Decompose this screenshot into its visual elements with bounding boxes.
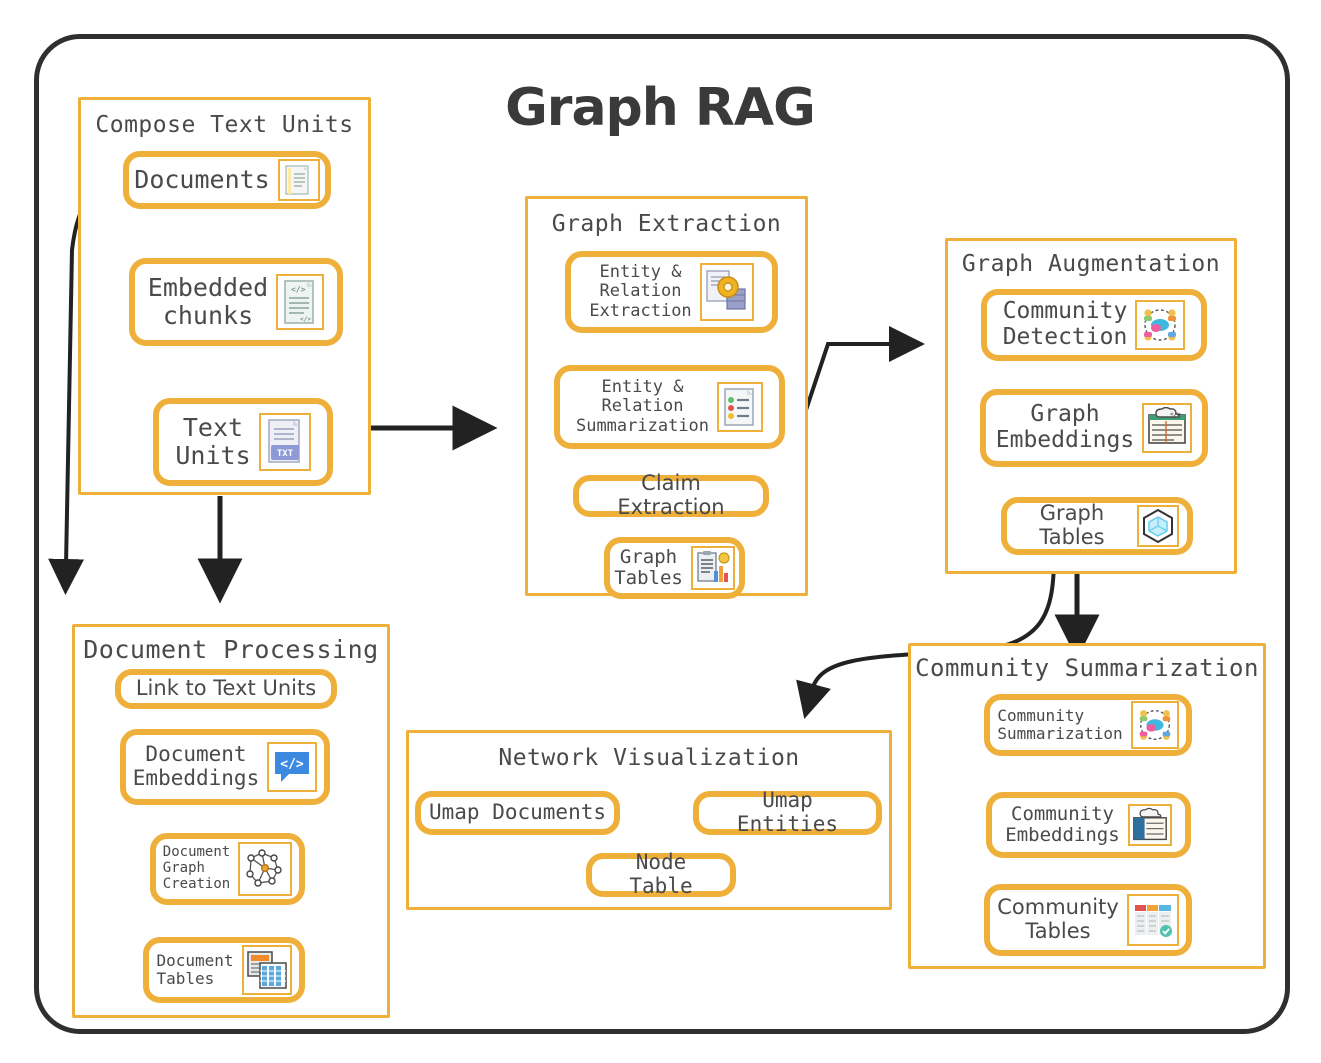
node-document-embeddings-label: Document Embeddings — [132, 742, 260, 790]
node-umap-entities-label: Umap Entities — [736, 788, 839, 836]
node-umap-documents-label: Umap Documents — [429, 800, 607, 825]
group-title-network-visualization: Network Visualization — [498, 745, 800, 771]
svg-text:</>: </> — [1170, 411, 1181, 418]
node-document-embeddings[interactable]: Document Embeddings </> — [120, 729, 330, 805]
node-graph-tables-extraction[interactable]: Graph Tables — [604, 537, 745, 599]
community-network-icon — [1135, 300, 1186, 350]
node-graph-tables-augmentation[interactable]: Graph Tables — [1001, 497, 1193, 555]
node-community-tables[interactable]: Community Tables — [984, 884, 1192, 956]
node-link-to-text-units-label: Link to Text Units — [135, 676, 317, 701]
community-network-icon — [1130, 701, 1179, 749]
txt-file-icon: TXT — [258, 413, 311, 471]
node-community-summarization[interactable]: Community Summarization — [984, 694, 1192, 756]
group-network-visualization: Network Visualization Umap Documents Uma… — [406, 730, 892, 910]
gear-document-icon — [699, 263, 754, 321]
group-compose-text-units: Compose Text Units Documents Embedded ch… — [78, 97, 371, 495]
hexagon-cube-icon — [1137, 505, 1179, 547]
node-entity-relation-extraction[interactable]: Entity & Relation Extraction — [565, 251, 778, 333]
node-umap-documents[interactable]: Umap Documents — [415, 791, 620, 835]
node-graph-tables-augmentation-label: Graph Tables — [1039, 501, 1105, 549]
node-document-graph-creation[interactable]: Document Graph Creation — [150, 833, 305, 905]
node-graph-icon — [238, 842, 293, 896]
node-community-detection[interactable]: Community Detection — [981, 289, 1207, 361]
node-text-units[interactable]: Text Units TXT — [153, 398, 333, 486]
node-umap-entities[interactable]: Umap Entities — [693, 788, 882, 836]
node-community-embeddings[interactable]: Community Embeddings — [986, 792, 1191, 858]
clipboard-chart-icon — [690, 546, 735, 590]
group-title-graph-extraction: Graph Extraction — [551, 211, 782, 237]
node-documents[interactable]: Documents — [123, 151, 331, 209]
node-node-table[interactable]: Node Table — [586, 850, 736, 898]
node-node-table-label: Node Table — [629, 850, 693, 898]
group-community-summarization: Community Summarization Community Summar… — [908, 643, 1266, 969]
node-community-embeddings-label: Community Embeddings — [1005, 802, 1120, 846]
outer-frame — [34, 34, 1290, 1034]
node-entity-relation-summarization[interactable]: Entity & Relation Summarization — [554, 365, 785, 449]
code-document-icon: </> </> — [276, 274, 325, 330]
node-graph-tables-extraction-label: Graph Tables — [614, 545, 683, 589]
node-entity-relation-summarization-label: Entity & Relation Summarization — [575, 377, 710, 436]
group-title-document-processing: Document Processing — [83, 635, 379, 664]
svg-text:</>: </> — [300, 316, 311, 323]
node-claim-extraction-label: Claim Extraction — [617, 471, 725, 519]
node-document-graph-creation-label: Document Graph Creation — [162, 844, 231, 892]
group-graph-extraction: Graph Extraction Entity & Relation Extra… — [525, 196, 808, 599]
node-community-summarization-label: Community Summarization — [997, 706, 1123, 743]
node-document-tables-label: Document Tables — [156, 951, 234, 988]
node-graph-embeddings[interactable]: Graph Embeddings </> — [980, 389, 1208, 467]
node-embedded-chunks[interactable]: Embedded chunks </> </> — [129, 258, 343, 346]
group-title-community-summarization: Community Summarization — [915, 654, 1259, 682]
node-graph-embeddings-label: Graph Embeddings — [995, 401, 1135, 453]
node-community-detection-label: Community Detection — [1002, 298, 1128, 350]
node-claim-extraction[interactable]: Claim Extraction — [573, 471, 769, 519]
group-document-processing: Document Processing Link to Text Units D… — [72, 624, 390, 1018]
page-title: Graph RAG — [505, 78, 816, 138]
node-document-tables[interactable]: Document Tables — [143, 937, 305, 1003]
spreadsheet-icon — [241, 945, 292, 995]
svg-text:</>: </> — [291, 285, 306, 294]
svg-text:</>: </> — [280, 757, 304, 772]
node-link-to-text-units[interactable]: Link to Text Units — [115, 669, 337, 709]
node-text-units-label: Text Units — [175, 413, 251, 470]
checklist-document-icon — [717, 382, 764, 432]
code-bubble-icon: </> — [267, 742, 318, 792]
svg-text:TXT: TXT — [276, 449, 293, 459]
node-community-tables-label: Community Tables — [997, 895, 1119, 943]
group-title-graph-augmentation: Graph Augmentation — [961, 251, 1221, 277]
node-entity-relation-extraction-label: Entity & Relation Extraction — [589, 262, 692, 321]
node-embedded-chunks-label: Embedded chunks — [147, 273, 269, 330]
color-table-icon — [1126, 894, 1179, 946]
cloud-table-icon — [1127, 804, 1172, 846]
node-documents-label: Documents — [134, 165, 270, 194]
cloud-code-table-icon: </> — [1142, 403, 1193, 453]
group-graph-augmentation: Graph Augmentation Community Detection — [945, 238, 1237, 574]
group-title-compose-text-units: Compose Text Units — [95, 112, 354, 138]
document-icon — [277, 159, 320, 201]
